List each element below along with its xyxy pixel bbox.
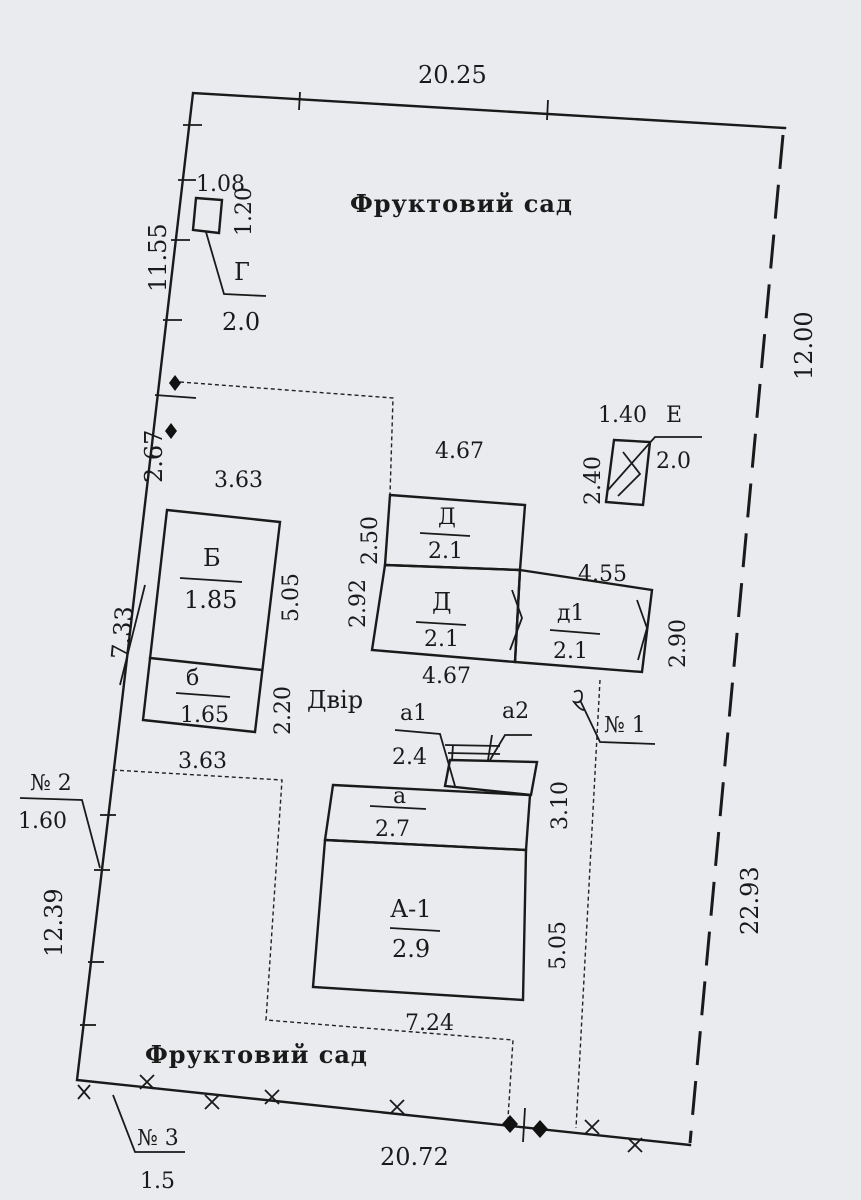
dim-left-lower: 12.39	[40, 888, 68, 957]
garden-bottom-label: Фруктовий сад	[145, 1040, 368, 1069]
marker-n3: № 3	[137, 1126, 179, 1151]
d-mid-depth: 2.92	[346, 579, 371, 628]
boundary-top-left-fence	[75, 91, 787, 1147]
g-label: Г	[234, 258, 250, 286]
internal-dashed-lines	[112, 381, 601, 1129]
e-height: 2.0	[656, 449, 691, 474]
d1-height: 2.1	[553, 639, 588, 664]
marker-n2-value: 1.60	[18, 809, 67, 834]
bottom-x-marks	[77, 1074, 643, 1153]
d1-depth: 2.90	[666, 619, 691, 668]
d-mid-label: Д	[432, 588, 452, 616]
top-boundary-ticks	[298, 91, 549, 121]
d-mid-width: 4.67	[422, 664, 471, 689]
building-e	[604, 436, 702, 507]
bottom-gate-markers	[502, 1107, 548, 1143]
a-main-label: А-1	[390, 895, 432, 923]
d1-label: д1	[557, 601, 585, 626]
e-width: 1.40	[598, 403, 647, 428]
labels: 20.25 12.00 22.93 20.72 11.55 2.67 7.33 …	[18, 61, 818, 1194]
dim-top: 20.25	[418, 61, 487, 89]
d-top-height: 2.1	[428, 539, 463, 564]
a1-height: 2.4	[392, 745, 427, 770]
d-mid-height: 2.1	[424, 627, 459, 652]
marker-n3-value: 1.5	[140, 1169, 175, 1194]
marker-n1: № 1	[604, 713, 646, 738]
building-g	[191, 196, 267, 297]
marker-n2: № 2	[30, 771, 72, 796]
building-b	[141, 508, 282, 734]
g-depth: 1.20	[232, 187, 257, 236]
b-small-label: б	[186, 666, 199, 691]
b-height: 1.85	[184, 586, 237, 614]
b-small-depth: 2.20	[271, 686, 296, 735]
yard-label: Двір	[307, 686, 363, 714]
d-top-label: Д	[438, 505, 456, 530]
a-main-width: 7.24	[405, 1011, 454, 1036]
dim-right-lower: 22.93	[736, 866, 764, 935]
a1-label: а1	[400, 701, 427, 726]
b-depth: 5.05	[279, 573, 304, 622]
marker-leaders	[19, 689, 656, 1153]
dim-bottom: 20.72	[380, 1143, 449, 1171]
e-depth: 2.40	[581, 456, 606, 505]
a2-label: а2	[502, 699, 529, 724]
dim-right-upper: 12.00	[790, 311, 818, 380]
building-a	[311, 729, 539, 1002]
left-gate-markers	[165, 375, 181, 439]
g-width: 1.08	[196, 172, 245, 197]
a-main-depth: 5.05	[546, 921, 571, 970]
boundary-right-dashed	[688, 134, 785, 1144]
dim-left-gap: 2.67	[140, 430, 168, 483]
dim-left-upper: 11.55	[144, 223, 172, 292]
d1-width: 4.55	[578, 562, 627, 587]
left-boundary-ticks	[80, 124, 202, 1026]
b-width: 3.63	[214, 468, 263, 493]
building-d	[370, 493, 654, 674]
d-top-depth: 2.50	[358, 516, 383, 565]
a-ext-label: а	[393, 784, 406, 809]
garden-top-label: Фруктовий сад	[350, 189, 573, 218]
b-small-height: 1.65	[180, 703, 229, 728]
a-main-height: 2.9	[392, 935, 430, 963]
g-height: 2.0	[222, 308, 260, 336]
e-label: Е	[666, 403, 682, 428]
b-label: Б	[203, 544, 221, 572]
plot-boundary	[75, 91, 787, 1147]
a-ext-depth: 3.10	[548, 781, 573, 830]
b-small-width: 3.63	[178, 749, 227, 774]
d-top-width: 4.67	[435, 439, 484, 464]
a-ext-height: 2.7	[375, 817, 410, 842]
